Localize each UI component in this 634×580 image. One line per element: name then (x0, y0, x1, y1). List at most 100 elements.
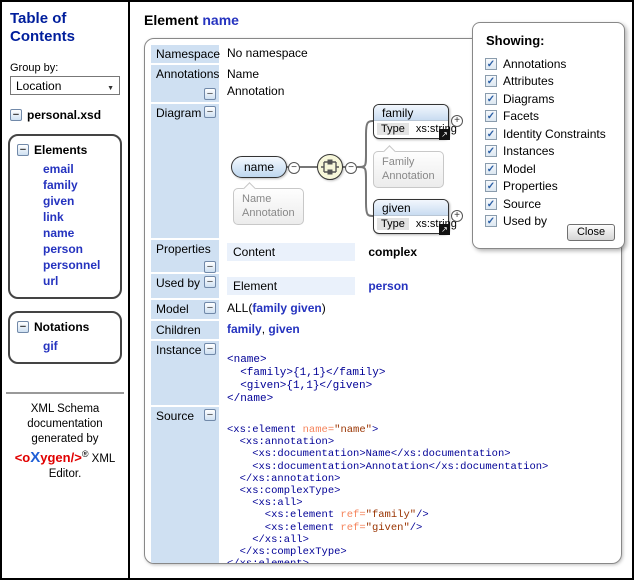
collapse-toggle-icon-model[interactable] (204, 302, 216, 314)
checkbox-checked-icon[interactable] (485, 110, 497, 122)
toc-element-link-name[interactable]: name (43, 225, 116, 241)
diagram-element-family[interactable]: family Type xs:string (373, 104, 449, 139)
close-button[interactable]: Close (567, 224, 615, 241)
children-row: Children family, given (151, 321, 615, 339)
properties-label: Properties (151, 240, 219, 272)
model-label: Model (151, 300, 219, 319)
showing-option-annotations: Annotations (485, 55, 616, 73)
toc-element-link-person[interactable]: person (43, 241, 116, 257)
chevron-down-icon[interactable] (107, 79, 114, 93)
model-value: ALL(family given) (219, 300, 615, 319)
checkbox-label: Attributes (503, 74, 554, 88)
used-by-label: Used by (151, 274, 219, 298)
type-label: Type (377, 123, 409, 135)
checkbox-checked-icon[interactable] (485, 58, 497, 70)
family-annotation-tooltip: FamilyAnnotation (373, 151, 444, 188)
toc-notation-link-gif[interactable]: gif (43, 338, 116, 354)
checkbox-checked-icon[interactable] (485, 128, 497, 140)
property-value: complex (368, 245, 417, 259)
expand-plus-icon[interactable] (451, 115, 463, 127)
element-doc-panel: Element name Namespace No namespace Anno… (130, 2, 632, 578)
checkbox-label: Source (503, 197, 541, 211)
checkbox-label: Diagrams (503, 92, 554, 106)
toc-title: Table of Contents (10, 10, 120, 46)
children-value: family, given (219, 321, 615, 339)
element-link-given[interactable]: given (290, 301, 321, 315)
diagram-element-name[interactable]: name (231, 156, 287, 178)
showing-option-attributes: Attributes (485, 73, 616, 91)
checkbox-checked-icon[interactable] (485, 180, 497, 192)
goto-definition-icon[interactable] (439, 224, 450, 235)
showing-option-facets: Facets (485, 108, 616, 126)
checkbox-checked-icon[interactable] (485, 93, 497, 105)
collapse-toggle-icon-annotations[interactable] (204, 88, 216, 100)
checkbox-label: Facets (503, 109, 539, 123)
elements-box: Elements emailfamilygivenlinknamepersonp… (8, 134, 122, 299)
diagram-element-given[interactable]: given Type xs:string (373, 199, 449, 234)
toc-element-link-url[interactable]: url (43, 273, 116, 289)
type-label: Type (377, 218, 409, 230)
checkbox-checked-icon[interactable] (485, 198, 497, 210)
collapse-toggle-icon-diagram[interactable] (204, 106, 216, 118)
toc-element-link-email[interactable]: email (43, 161, 116, 177)
checkbox-checked-icon[interactable] (485, 75, 497, 87)
collapse-toggle-icon-notations[interactable] (17, 321, 29, 333)
element-link-given[interactable]: given (268, 322, 299, 336)
group-by-select[interactable]: Location (10, 76, 120, 95)
name-annotation-tooltip: NameAnnotation (233, 188, 304, 225)
showing-checkbox-list: AnnotationsAttributesDiagramsFacetsIdent… (485, 55, 616, 230)
showing-option-instances: Instances (485, 143, 616, 161)
used-by-row: Used by Element person (151, 274, 615, 298)
schema-file-name: personal.xsd (27, 108, 101, 122)
property-name: Content (227, 243, 355, 261)
elements-link-list: emailfamilygivenlinknamepersonpersonnelu… (43, 161, 116, 289)
goto-definition-icon[interactable] (439, 129, 450, 140)
showing-panel: Showing: AnnotationsAttributesDiagramsFa… (472, 22, 625, 249)
toc-element-link-family[interactable]: family (43, 177, 116, 193)
element-box-title: family (374, 105, 448, 121)
source-code: <xs:element name="name"> <xs:annotation>… (227, 424, 615, 564)
collapse-toggle-icon-used-by[interactable] (204, 276, 216, 288)
collapse-minus-icon[interactable] (288, 162, 300, 174)
credit-line: XML Schema (5, 402, 125, 417)
table-of-contents-panel: Table of Contents Group by: Location per… (2, 2, 128, 578)
checkbox-checked-icon[interactable] (485, 145, 497, 157)
checkbox-label: Annotations (503, 57, 566, 71)
collapse-toggle-icon-elements[interactable] (17, 144, 29, 156)
model-row: Model ALL(family given) (151, 300, 615, 319)
toc-element-link-given[interactable]: given (43, 193, 116, 209)
collapse-toggle-icon-instance[interactable] (204, 343, 216, 355)
showing-option-properties: Properties (485, 178, 616, 196)
showing-option-diagrams: Diagrams (485, 90, 616, 108)
element-link-family[interactable]: family (252, 301, 287, 315)
group-by-selected-value: Location (16, 79, 61, 93)
checkbox-label: Used by (503, 214, 547, 228)
source-row: Source <xs:element name="name"> <xs:anno… (151, 407, 615, 564)
annotations-label: Annotations (151, 65, 219, 102)
checkbox-label: Properties (503, 179, 558, 193)
children-label: Children (151, 321, 219, 339)
sidebar-divider (6, 392, 124, 394)
notations-link-list: gif (43, 338, 116, 354)
type-value: xs:string (416, 123, 457, 135)
all-model-group-icon[interactable] (317, 154, 343, 180)
notations-header: Notations (34, 320, 89, 334)
instance-label: Instance (151, 341, 219, 405)
checkbox-label: Identity Constraints (503, 127, 606, 141)
element-link-family[interactable]: family (227, 322, 262, 336)
instance-code: <name> <family>{1,1}</family> <given>{1,… (227, 354, 615, 406)
collapse-toggle-icon-source[interactable] (204, 409, 216, 421)
collapse-minus-icon[interactable] (345, 162, 357, 174)
showing-option-source: Source (485, 195, 616, 213)
used-by-link[interactable]: person (368, 279, 408, 293)
toc-element-link-link[interactable]: link (43, 209, 116, 225)
collapse-toggle-icon-properties[interactable] (204, 261, 216, 273)
collapse-toggle-icon-personal-xsd[interactable] (10, 109, 22, 121)
checkbox-checked-icon[interactable] (485, 163, 497, 175)
expand-plus-icon[interactable] (451, 210, 463, 222)
element-name: name (202, 12, 239, 28)
type-value: xs:string (416, 218, 457, 230)
instance-row: Instance <name> <family>{1,1}</family> <… (151, 341, 615, 405)
toc-element-link-personnel[interactable]: personnel (43, 257, 116, 273)
checkbox-checked-icon[interactable] (485, 215, 497, 227)
